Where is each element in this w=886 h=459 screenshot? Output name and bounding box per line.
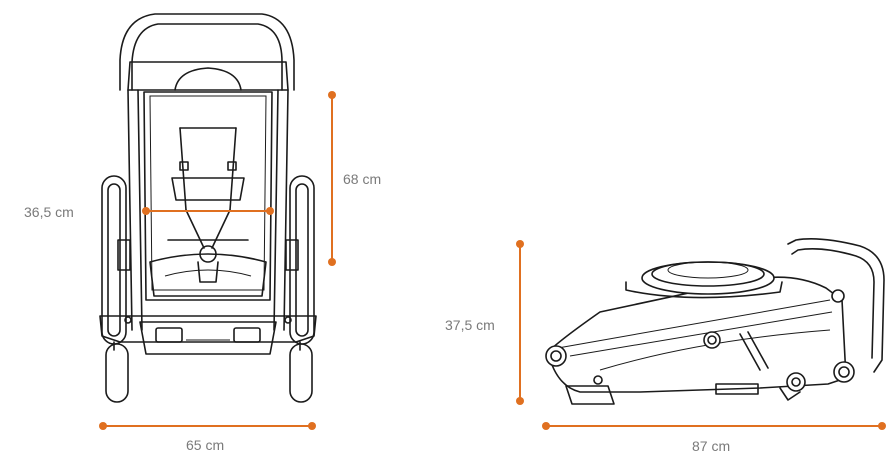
dimension-height-folded <box>516 240 524 405</box>
folded-height-label: 37,5 cm <box>445 317 495 333</box>
trailer-front-view <box>99 13 317 403</box>
dimension-width-front <box>99 422 316 430</box>
front-width-label: 65 cm <box>186 437 225 453</box>
dimension-length-folded <box>542 422 886 430</box>
folded-length-label: 87 cm <box>692 438 731 454</box>
dimension-height-front <box>328 91 336 266</box>
front-height-label: 68 cm <box>343 171 382 187</box>
trailer-folded-view <box>545 238 885 405</box>
dimension-seat-width <box>142 207 274 215</box>
seat-width-label: 36,5 cm <box>24 204 74 220</box>
